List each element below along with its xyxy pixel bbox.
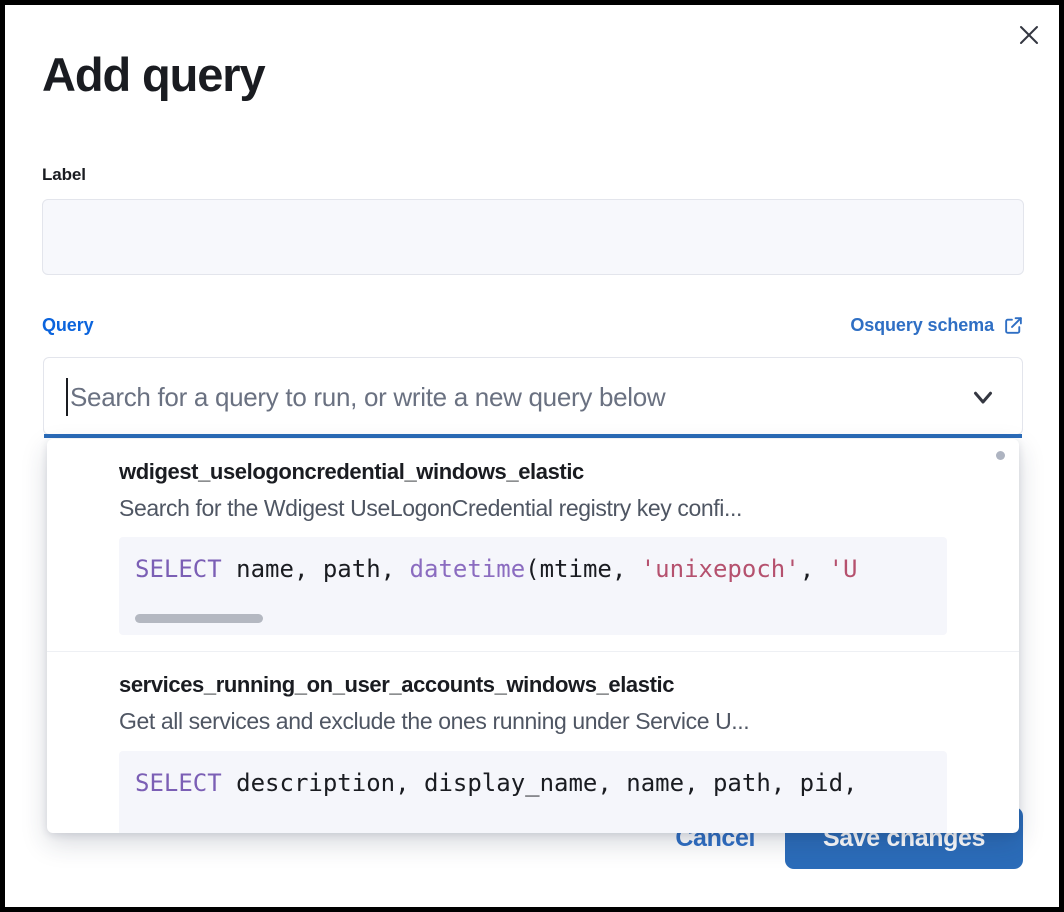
chevron-down-icon[interactable]	[968, 358, 998, 436]
option-sql-preview: SELECT description, display_name, name, …	[119, 750, 947, 833]
osquery-schema-link-label: Osquery schema	[850, 315, 994, 335]
page-title: Add query	[42, 48, 266, 101]
sql-token: SELECT	[135, 768, 222, 797]
query-combobox-placeholder: Search for a query to run, or write a ne…	[70, 381, 666, 412]
sql-code-line: SELECT description, display_name, name, …	[135, 765, 931, 801]
query-options-dropdown[interactable]: wdigest_uselogoncredential_windows_elast…	[47, 439, 1019, 833]
sql-token: (mtime,	[525, 555, 641, 584]
osquery-schema-link[interactable]: Osquery schema	[850, 315, 1024, 336]
sql-code-line: SELECT name, path, datetime(mtime, 'unix…	[135, 551, 931, 587]
label-input[interactable]	[42, 199, 1024, 275]
sql-token: datetime	[409, 555, 526, 584]
option-description: Search for the Wdigest UseLogonCredentia…	[119, 495, 742, 521]
option-sql-preview: SELECT name, path, datetime(mtime, 'unix…	[119, 537, 947, 636]
query-field-caption: Query	[42, 315, 94, 335]
option-description: Get all services and exclude the ones ru…	[119, 708, 750, 735]
add-query-modal: Add query Label Query Osquery schema	[5, 5, 1059, 907]
option-title: wdigest_uselogoncredential_windows_elast…	[119, 459, 584, 484]
sql-token: name, path,	[221, 555, 410, 584]
sql-token: SELECT	[135, 555, 222, 584]
sql-horizontal-scrollbar[interactable]	[135, 614, 263, 624]
sql-token: 'unixepoch'	[640, 555, 800, 584]
sql-token: 'U	[828, 555, 858, 584]
dropdown-scrollbar[interactable]	[996, 451, 1005, 460]
label-field-caption: Label	[42, 165, 86, 184]
sql-token: description, display_name, name, path, p…	[221, 768, 858, 797]
options-list: wdigest_uselogoncredential_windows_elast…	[47, 439, 1019, 833]
label-field-group: Label	[42, 165, 1024, 275]
query-section-header: Query Osquery schema	[42, 315, 1024, 336]
sql-token: ,	[799, 555, 829, 584]
option-title: services_running_on_user_accounts_window…	[119, 672, 675, 698]
close-icon[interactable]	[1009, 15, 1049, 55]
text-caret	[66, 378, 68, 416]
external-link-icon	[1003, 315, 1024, 336]
list-item[interactable]: services_running_on_user_accounts_window…	[47, 651, 1019, 833]
query-combobox[interactable]: Search for a query to run, or write a ne…	[43, 357, 1023, 438]
list-item[interactable]: wdigest_uselogoncredential_windows_elast…	[47, 439, 1019, 651]
